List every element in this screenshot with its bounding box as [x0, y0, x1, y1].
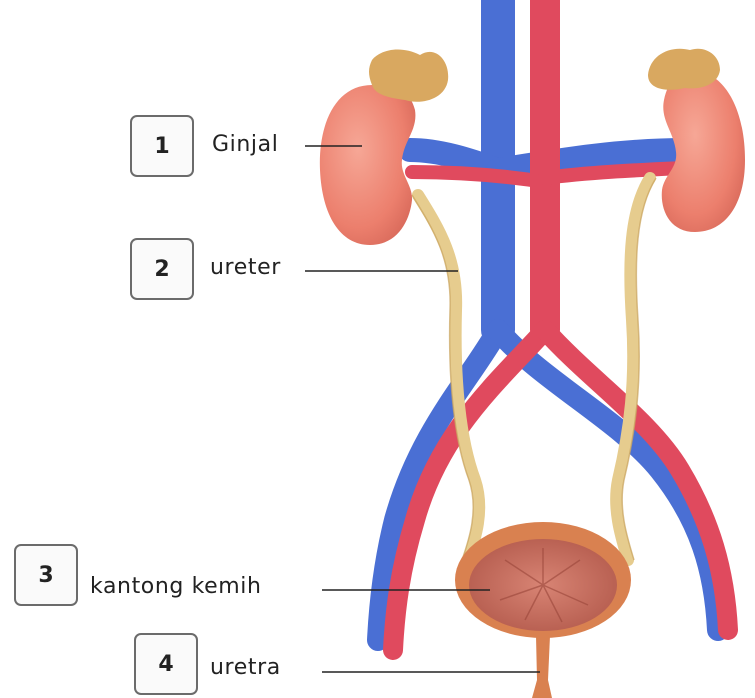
bladder [455, 522, 631, 638]
label-number-1: 1 [130, 115, 194, 177]
label-text-ginjal: Ginjal [212, 132, 278, 157]
urethra [532, 636, 552, 698]
label-number-2: 2 [130, 238, 194, 300]
label-text-kantong-kemih: kantong kemih [90, 574, 262, 599]
label-number-4: 4 [134, 633, 198, 695]
label-text-uretra: uretra [210, 655, 281, 680]
label-number-3: 3 [14, 544, 78, 606]
label-text-ureter: ureter [210, 255, 281, 280]
